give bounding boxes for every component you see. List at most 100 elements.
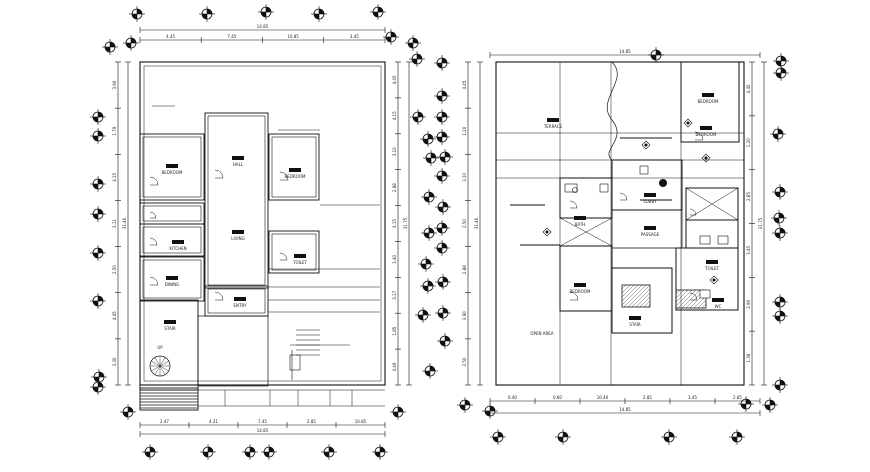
hatch-line: [621, 284, 643, 306]
grid-marker-fill: [442, 58, 447, 63]
grid-marker-fill: [250, 447, 255, 452]
grid-marker-fill: [261, 12, 266, 17]
door-swing-icon: [214, 291, 224, 301]
right-bottom-dim-label: 0.60: [553, 395, 562, 400]
grid-marker-icon: [771, 210, 787, 226]
room-tag-bar: [232, 230, 244, 234]
grid-marker-icon: [729, 429, 745, 445]
grid-marker-fill: [98, 382, 103, 387]
grid-marker-fill: [380, 447, 385, 452]
door-swing-icon: [149, 237, 158, 246]
room-tag-bar: [574, 216, 586, 220]
grid-marker-fill: [776, 73, 781, 78]
grid-marker-fill: [99, 372, 104, 377]
left-dim-label: 1.79: [112, 126, 117, 135]
grid-marker-fill: [776, 61, 781, 66]
grid-marker-fill: [428, 134, 433, 139]
stair-treads: [139, 387, 199, 411]
grid-marker-icon: [738, 396, 754, 412]
room-label: HALL: [233, 162, 244, 167]
grid-marker-icon: [420, 131, 436, 147]
room-tag-bar: [294, 254, 306, 258]
spiral-stair-tread: [154, 365, 161, 375]
grid-marker-fill: [780, 187, 785, 192]
right-dim-label: 2.88: [392, 183, 397, 192]
room-tag-bar: [164, 320, 176, 324]
grid-marker-icon: [90, 176, 106, 192]
grid-marker-fill: [558, 437, 563, 442]
right-total-dim-label: 31.75: [403, 217, 408, 229]
grid-marker-fill: [421, 264, 426, 269]
room-label: STAIR: [164, 326, 176, 331]
grid-marker-fill: [93, 214, 98, 219]
right-right-dim-label: 2.85: [746, 192, 751, 201]
level-marker-icon: [701, 153, 711, 163]
grid-marker-fill: [438, 282, 443, 287]
grid-marker-fill: [314, 14, 319, 19]
spiral-stair-tread: [159, 365, 166, 375]
left-dim-label: 3.30: [112, 357, 117, 366]
bedroom-mid-left: [559, 245, 613, 312]
top-dim-label: 10.85: [287, 34, 299, 39]
grid-marker-fill: [656, 50, 661, 55]
grid-marker-fill: [746, 399, 751, 404]
hatch-line: [643, 300, 651, 308]
grid-marker-fill: [431, 153, 436, 158]
bottom-dim-label: 2.85: [307, 419, 316, 424]
hall-block-inner: [207, 115, 266, 286]
door-swing-icon: [689, 208, 697, 216]
grid-marker-fill: [563, 432, 568, 437]
grid-marker-fill: [412, 59, 417, 64]
grid-marker-fill: [378, 7, 383, 12]
grid-marker-fill: [498, 432, 503, 437]
grid-marker-fill: [773, 134, 778, 139]
bottom-dim-label: 7.45: [258, 419, 267, 424]
grid-marker-fill: [437, 63, 442, 68]
grid-marker-fill: [137, 9, 142, 14]
room-label: KITCHEN: [169, 246, 186, 251]
right-left-total-dim-label: 31.46: [474, 217, 479, 229]
room-label: TERRACE: [543, 124, 563, 129]
grid-marker-fill: [775, 192, 780, 197]
grid-marker-fill: [126, 43, 131, 48]
grid-marker-icon: [434, 240, 450, 256]
grid-marker-fill: [651, 55, 656, 60]
level-marker-icon: [542, 227, 552, 237]
bedroom-right-inner: [271, 136, 317, 198]
entry-lobby-inner: [207, 288, 266, 314]
stair-hatch: [621, 284, 651, 308]
door-swing-icon: [694, 131, 704, 141]
hatch-line: [675, 289, 689, 303]
grid-marker-fill: [442, 132, 447, 137]
grid-marker-icon: [490, 429, 506, 445]
grid-marker-fill: [418, 112, 423, 117]
left-dim-label: 3.11: [112, 219, 117, 228]
grid-marker-icon: [90, 379, 106, 395]
grid-marker-icon: [423, 150, 439, 166]
right-left-dim-label: 2.50: [462, 357, 467, 366]
right-left-dim-label: 3.10: [462, 172, 467, 181]
grid-marker-icon: [421, 189, 437, 205]
right-dim-label: 4.45: [392, 75, 397, 84]
fixture-dot-icon: [659, 179, 667, 187]
grid-marker-fill: [437, 248, 442, 253]
grid-marker-fill: [123, 412, 128, 417]
porch: [197, 315, 269, 387]
grid-marker-fill: [93, 387, 98, 392]
grid-marker-fill: [128, 407, 133, 412]
grid-marker-fill: [319, 9, 324, 14]
level-marker-dot: [704, 156, 708, 160]
grid-marker-fill: [780, 311, 785, 316]
grid-marker-fill: [131, 38, 136, 43]
right-right-dim-label: 1.38: [746, 353, 751, 362]
level-marker-dot: [686, 121, 690, 125]
grid-marker-icon: [409, 51, 425, 67]
room-label: STAIR: [629, 322, 641, 327]
grid-marker-fill: [423, 139, 428, 144]
door-swing-icon: [149, 176, 159, 186]
grid-marker-fill: [93, 136, 98, 141]
grid-marker-fill: [465, 400, 470, 405]
grid-marker-fill: [775, 302, 780, 307]
